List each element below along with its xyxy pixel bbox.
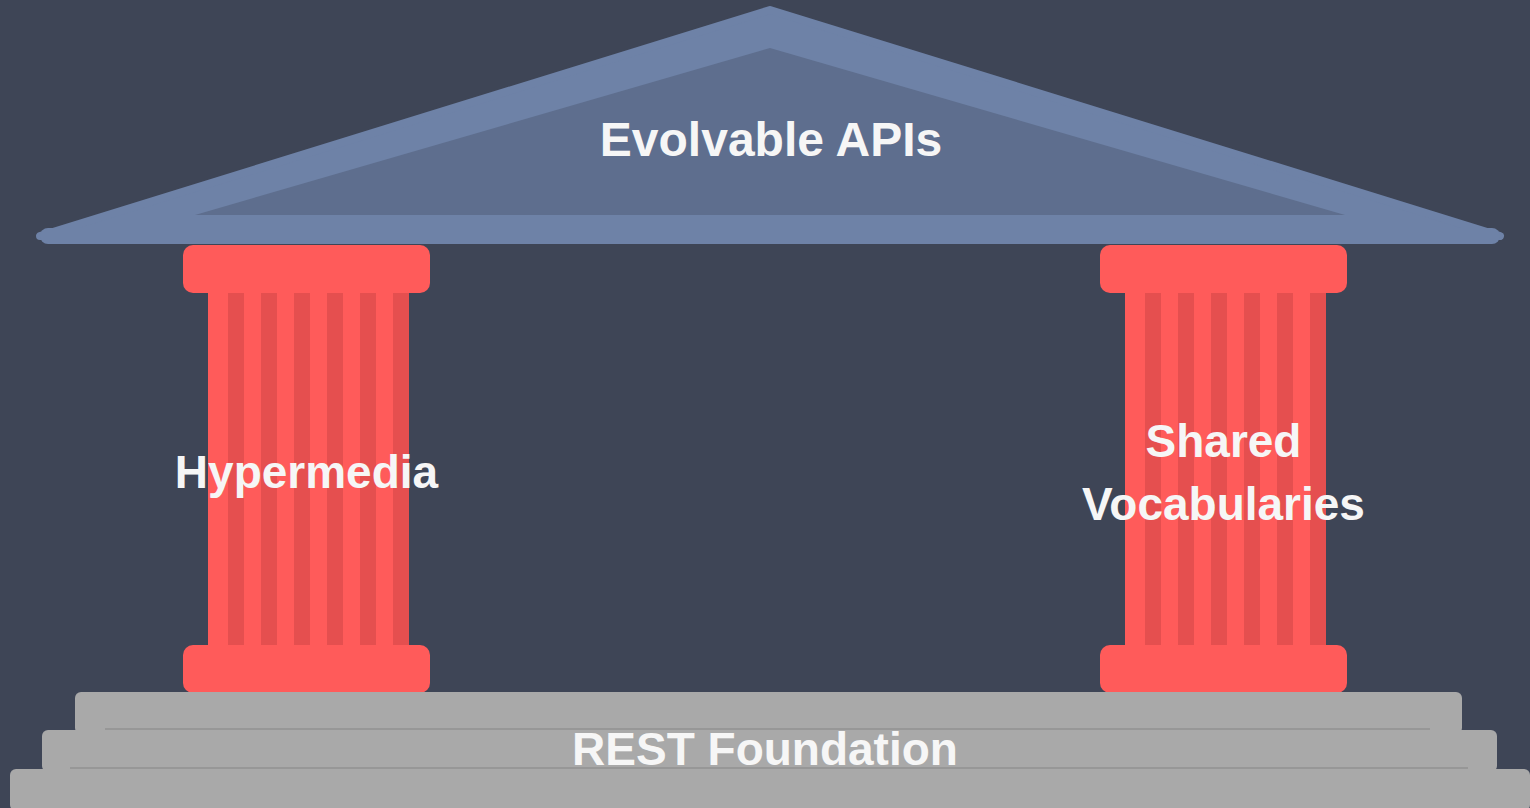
node-label: Shared Vocabularies (1059, 410, 1389, 537)
pillar-column-outline (1100, 245, 1347, 693)
pillar-column: Hypermedia (183, 245, 430, 693)
pillar-flute (1145, 293, 1161, 645)
pillar-base (183, 645, 430, 693)
node-label: Hypermedia (137, 441, 477, 504)
roof-outer (40, 10, 1500, 236)
pillar-column: Shared Vocabularies (1100, 245, 1347, 693)
pillar-base (1100, 645, 1347, 693)
node-label: Evolvable APIs (321, 107, 1221, 173)
pillar-capital (1100, 245, 1347, 293)
pillar-flute (1244, 293, 1260, 645)
pillar-shaft (1125, 285, 1322, 653)
pillar-flute (1310, 293, 1326, 645)
roof-beam (40, 228, 1500, 244)
pillar-flute (1277, 293, 1293, 645)
pillar-flute (1211, 293, 1227, 645)
roof-inner (195, 48, 1345, 215)
pillar-flute (1178, 293, 1194, 645)
roof-pediment: Evolvable APIs (40, 8, 1502, 246)
node-label: REST Foundation (315, 718, 1215, 781)
foundation-steps: REST Foundation (0, 692, 1530, 808)
pillar-capital (183, 245, 430, 293)
